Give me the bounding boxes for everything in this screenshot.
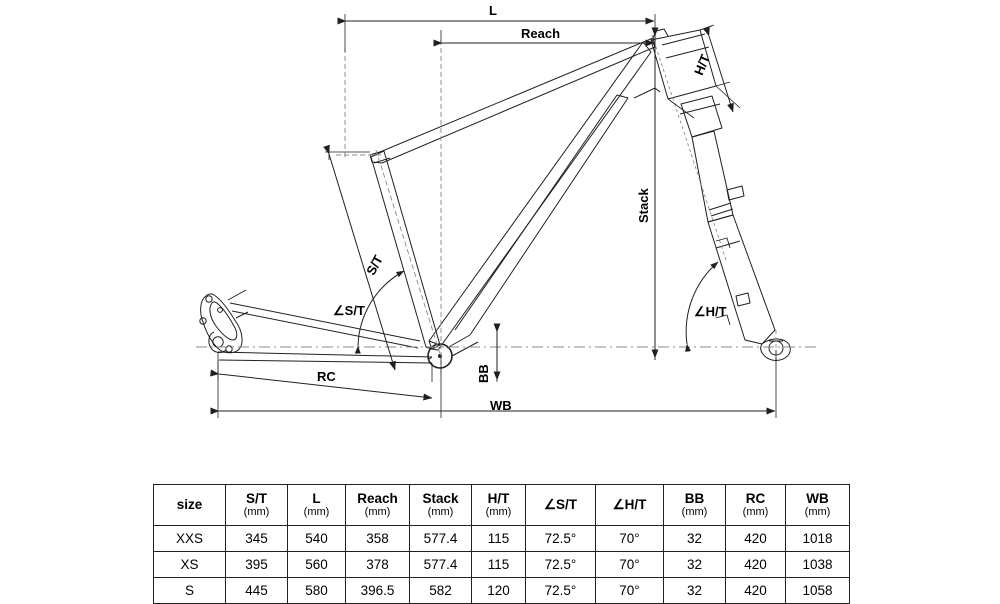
angle-arcs [354, 261, 719, 354]
cell-size: XXS [153, 525, 226, 552]
column-label: BB [684, 491, 705, 506]
cell-seat-tube: 395 [225, 551, 288, 578]
column-unit: (mm) [485, 505, 512, 518]
table-row: XS 395 560 378 577.4 115 72.5° 70° 32 42… [153, 551, 850, 578]
column-unit: (mm) [364, 505, 391, 518]
column-header-head-tube: H/T (mm) [471, 484, 526, 526]
cell-size: XS [153, 551, 226, 578]
column-unit: (mm) [243, 505, 270, 518]
column-unit: (mm) [681, 505, 708, 518]
column-header-reach: Reach (mm) [345, 484, 410, 526]
column-unit: (mm) [427, 505, 454, 518]
cell-length: 540 [287, 525, 346, 552]
column-label: H/T [487, 491, 510, 506]
cell-length: 560 [287, 551, 346, 578]
cell-rear-center: 420 [725, 577, 786, 604]
dim-label-rear-center: RC [317, 369, 336, 384]
column-header-stack: Stack (mm) [409, 484, 472, 526]
cell-bottom-bracket: 32 [663, 525, 726, 552]
column-header-size: size [153, 484, 226, 526]
column-label: Reach [357, 491, 398, 506]
right-angle-marks [715, 237, 731, 326]
column-label: L [312, 491, 321, 506]
cell-stack: 577.4 [409, 551, 472, 578]
cell-wheelbase: 1058 [785, 577, 850, 604]
column-header-seat-tube-angle: ∠S/T [525, 484, 596, 526]
cell-bottom-bracket: 32 [663, 551, 726, 578]
cell-reach: 358 [345, 525, 410, 552]
dim-rc [210, 369, 433, 401]
dim-label-reach: Reach [521, 26, 561, 41]
dim-label-wheelbase: WB [490, 398, 512, 413]
dim-st [323, 144, 396, 371]
column-header-seat-tube: S/T (mm) [225, 484, 288, 526]
column-unit: (mm) [303, 505, 330, 518]
column-label: RC [745, 491, 766, 506]
cell-rear-center: 420 [725, 551, 786, 578]
table-row: XXS 345 540 358 577.4 115 72.5° 70° 32 4… [153, 525, 850, 552]
column-label: ∠H/T [612, 497, 647, 513]
cell-reach: 378 [345, 551, 410, 578]
geometry-spec-table: size S/T (mm) L (mm) Reach (mm) [153, 484, 850, 604]
cell-seat-tube-angle: 72.5° [525, 551, 596, 578]
column-unit: (mm) [742, 505, 769, 518]
column-header-bottom-bracket: BB (mm) [663, 484, 726, 526]
cell-head-tube-angle: 70° [595, 525, 664, 552]
cell-rear-center: 420 [725, 525, 786, 552]
column-label: ∠S/T [543, 497, 578, 513]
cell-seat-tube-angle: 72.5° [525, 577, 596, 604]
arc-head-tube-angle [685, 261, 719, 352]
column-label: WB [806, 491, 829, 506]
table-header-row: size S/T (mm) L (mm) Reach (mm) [153, 484, 850, 526]
cell-stack: 577.4 [409, 525, 472, 552]
frame-geometry-drawing [196, 14, 818, 418]
cell-head-tube: 115 [471, 551, 526, 578]
cell-seat-tube: 345 [225, 525, 288, 552]
cell-wheelbase: 1018 [785, 525, 850, 552]
column-label: S/T [245, 491, 267, 506]
column-header-wheelbase: WB (mm) [785, 484, 850, 526]
column-label: size [176, 497, 203, 513]
column-label: Stack [422, 491, 459, 506]
dim-label-bottom-bracket: BB [476, 364, 491, 383]
dim-label-seat-tube-angle: ∠S/T [333, 303, 365, 318]
ht-extension-ticks [667, 24, 741, 119]
cell-head-tube-angle: 70° [595, 551, 664, 578]
dim-label-head-tube-angle: ∠H/T [694, 304, 727, 319]
dim-label-l: L [489, 3, 497, 18]
cell-wheelbase: 1038 [785, 551, 850, 578]
dim-label-stack: Stack [636, 188, 651, 223]
column-header-length: L (mm) [287, 484, 346, 526]
cell-head-tube: 115 [471, 525, 526, 552]
cell-seat-tube-angle: 72.5° [525, 525, 596, 552]
dim-ht [703, 26, 734, 113]
column-header-rear-center: RC (mm) [725, 484, 786, 526]
column-unit: (mm) [804, 505, 831, 518]
dimension-lines [210, 17, 776, 415]
geometry-spec-table-container: size S/T (mm) L (mm) Reach (mm) [153, 484, 850, 604]
column-header-head-tube-angle: ∠H/T [595, 484, 664, 526]
arc-seat-tube-angle [354, 270, 405, 354]
